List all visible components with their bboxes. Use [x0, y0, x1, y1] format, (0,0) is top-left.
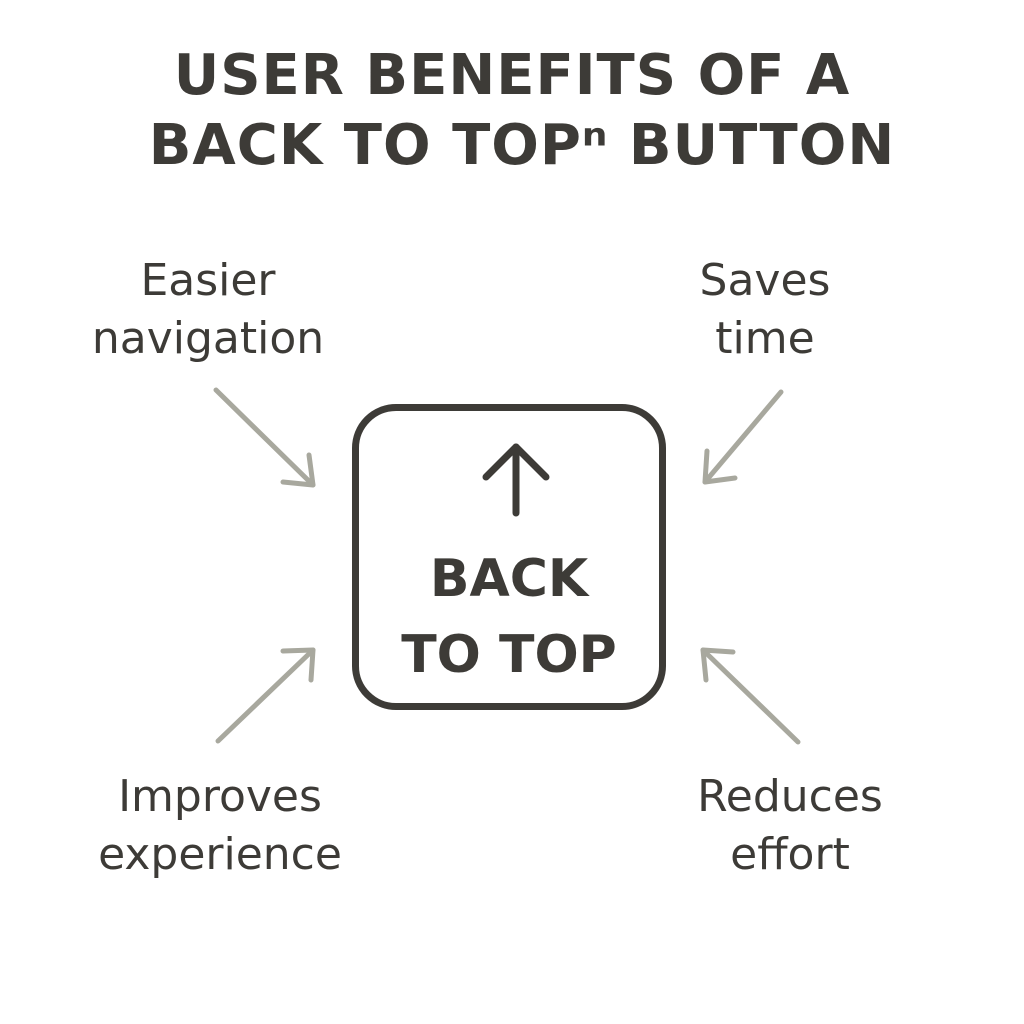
benefit-improves-experience: Improves experience	[70, 768, 370, 884]
benefit-saves-time: Saves time	[615, 252, 915, 368]
arrow-up-icon	[482, 443, 550, 517]
arrow-icon	[702, 389, 784, 485]
benefit-label-line: Improves	[118, 771, 322, 822]
benefit-label-line: Reduces	[697, 771, 883, 822]
arrow-icon	[213, 387, 316, 488]
back-to-top-button[interactable]: BACK TO TOP	[352, 404, 666, 710]
title-line-2: BACK TO TOPⁿ BUTTON	[148, 113, 896, 178]
back-to-top-label: BACK TO TOP	[359, 541, 659, 693]
arrow-icon	[215, 647, 316, 744]
benefit-label-line: navigation	[91, 313, 325, 364]
title-line-1: USER BENEFITS OF A	[173, 43, 851, 108]
benefit-label-line: time	[715, 313, 815, 364]
button-label-line: TO TOP	[401, 625, 617, 685]
benefit-easier-navigation: Easier navigation	[58, 252, 358, 368]
benefit-label-line: effort	[730, 829, 850, 880]
benefit-label-line: Saves	[699, 255, 831, 306]
benefit-label-line: Easier	[140, 255, 276, 306]
benefit-label-line: experience	[98, 829, 342, 880]
button-label-line: BACK	[429, 549, 589, 609]
benefit-reduces-effort: Reduces effort	[640, 768, 940, 884]
arrow-icon	[700, 647, 801, 745]
